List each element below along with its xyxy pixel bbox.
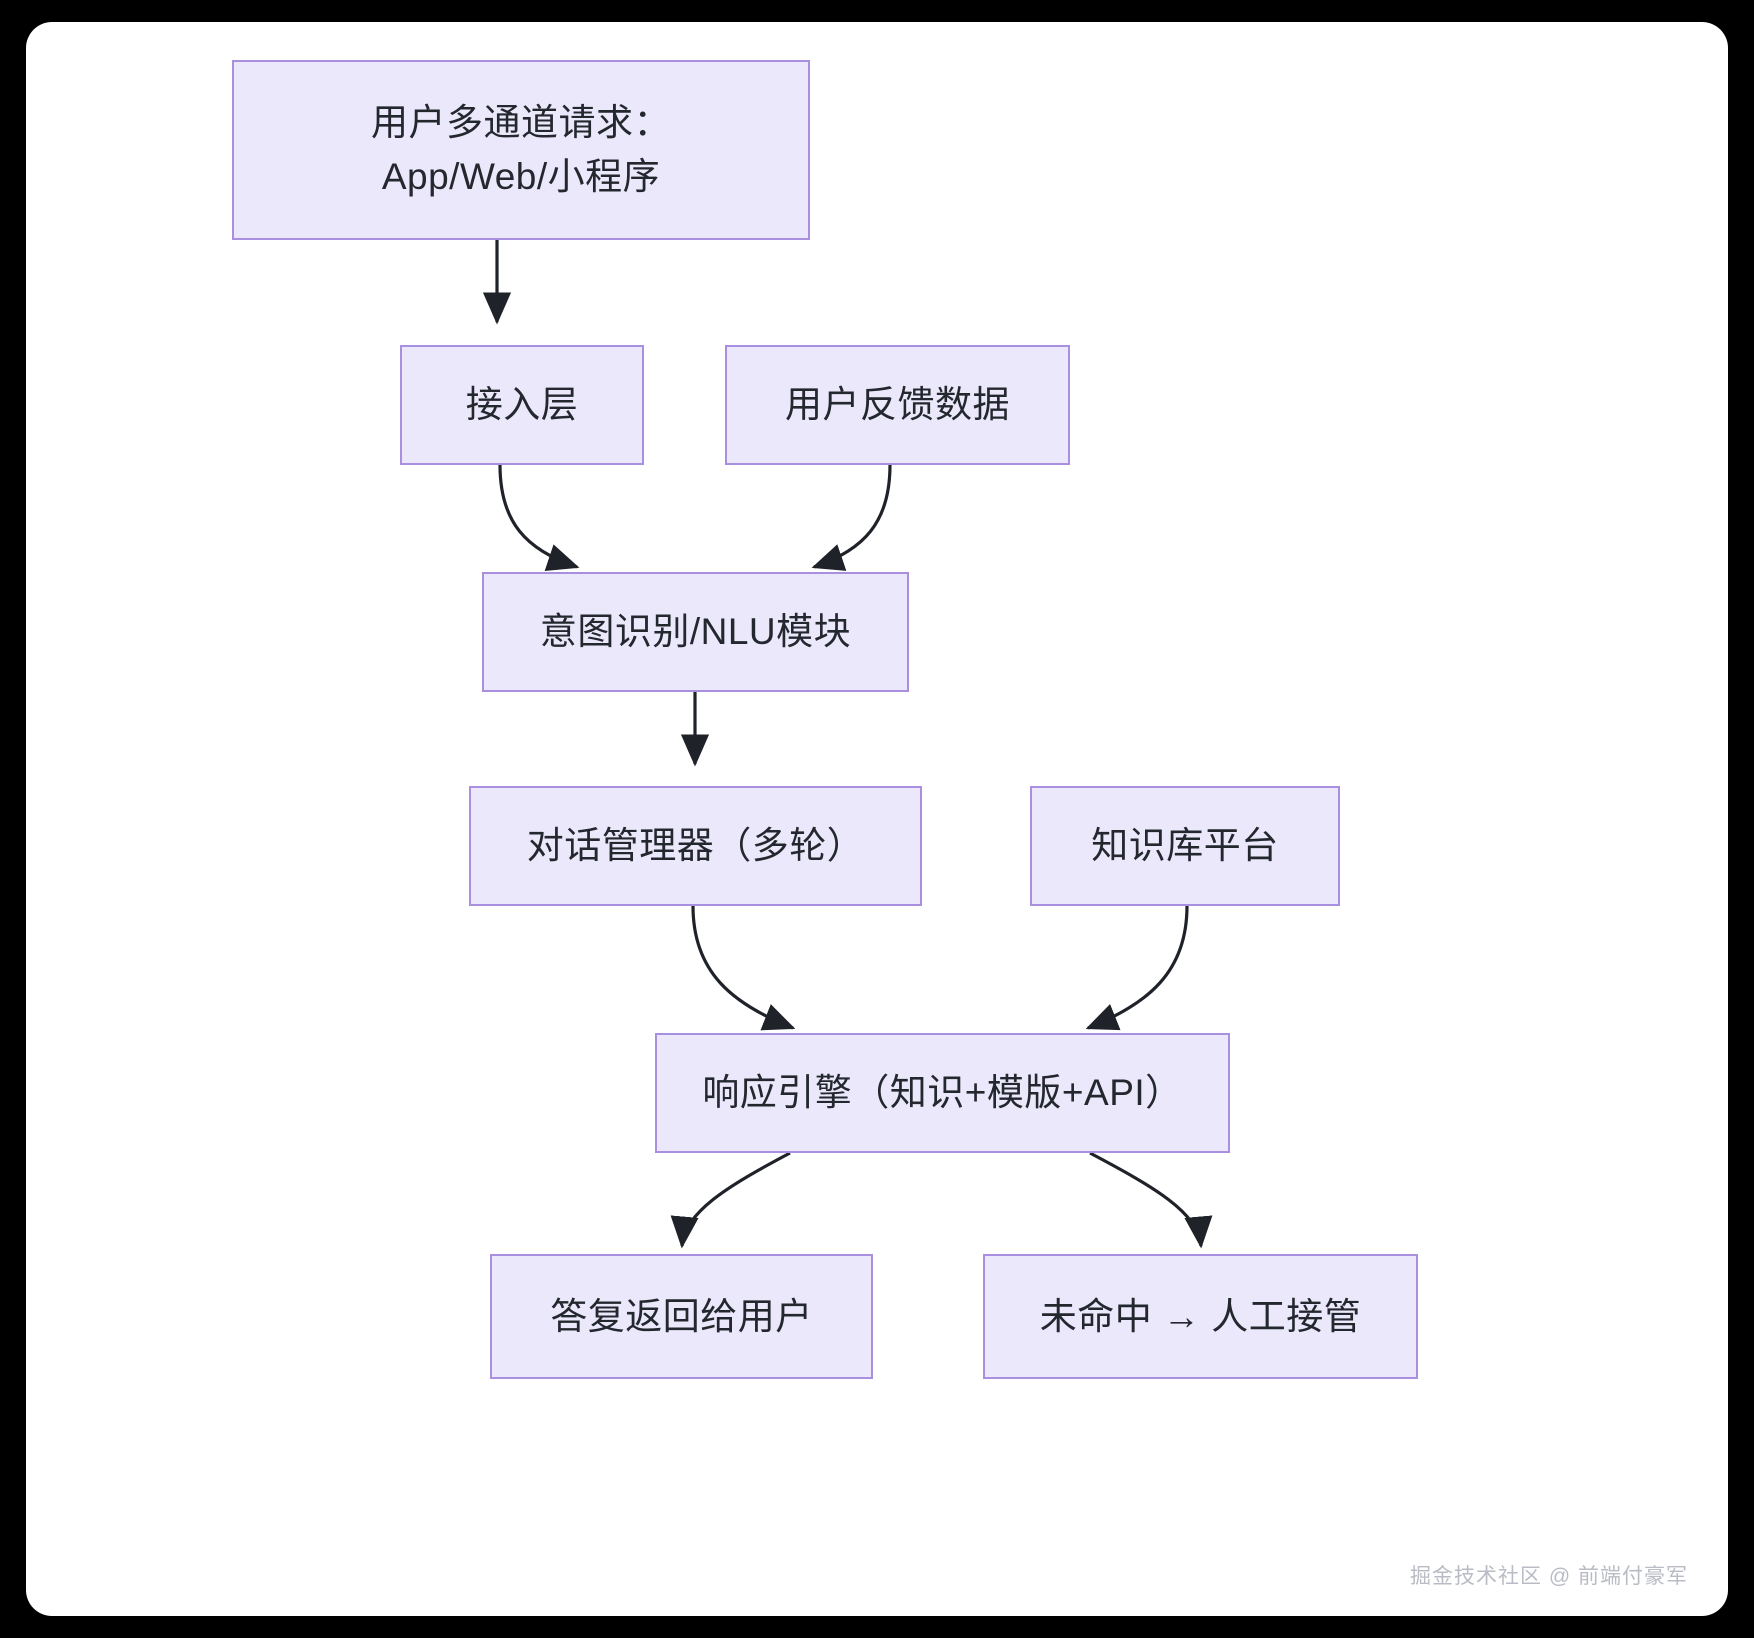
node-response-engine[interactable]: 响应引擎（知识+模版+API） xyxy=(655,1033,1230,1153)
node-user-feedback[interactable]: 用户反馈数据 xyxy=(725,345,1070,465)
edge-access-layer-to-nlu-module xyxy=(498,464,580,572)
node-escalate-human[interactable]: 未命中 → 人工接管 xyxy=(983,1254,1418,1379)
diagram-canvas: 用户多通道请求： App/Web/小程序 接入层 用户反馈数据 意图识别/NLU… xyxy=(26,22,1728,1616)
node-knowledge-platform[interactable]: 知识库平台 xyxy=(1030,786,1340,906)
edge-user-feedback-to-nlu-module xyxy=(811,464,892,571)
node-reply-to-user[interactable]: 答复返回给用户 xyxy=(490,1254,873,1379)
edge-response-engine-to-reply-to-user xyxy=(670,1151,791,1249)
node-nlu-module[interactable]: 意图识别/NLU模块 xyxy=(482,572,909,692)
node-access-layer[interactable]: 接入层 xyxy=(400,345,644,465)
edge-response-engine-to-escalate-human xyxy=(1089,1151,1213,1249)
node-user-request[interactable]: 用户多通道请求： App/Web/小程序 xyxy=(232,60,810,240)
edge-dialog-manager-to-response-engine xyxy=(691,905,796,1031)
watermark-text: 掘金技术社区 @ 前端付豪军 xyxy=(1410,1565,1688,1588)
edge-knowledge-platform-to-response-engine xyxy=(1085,905,1189,1031)
node-dialog-manager[interactable]: 对话管理器（多轮） xyxy=(469,786,922,906)
